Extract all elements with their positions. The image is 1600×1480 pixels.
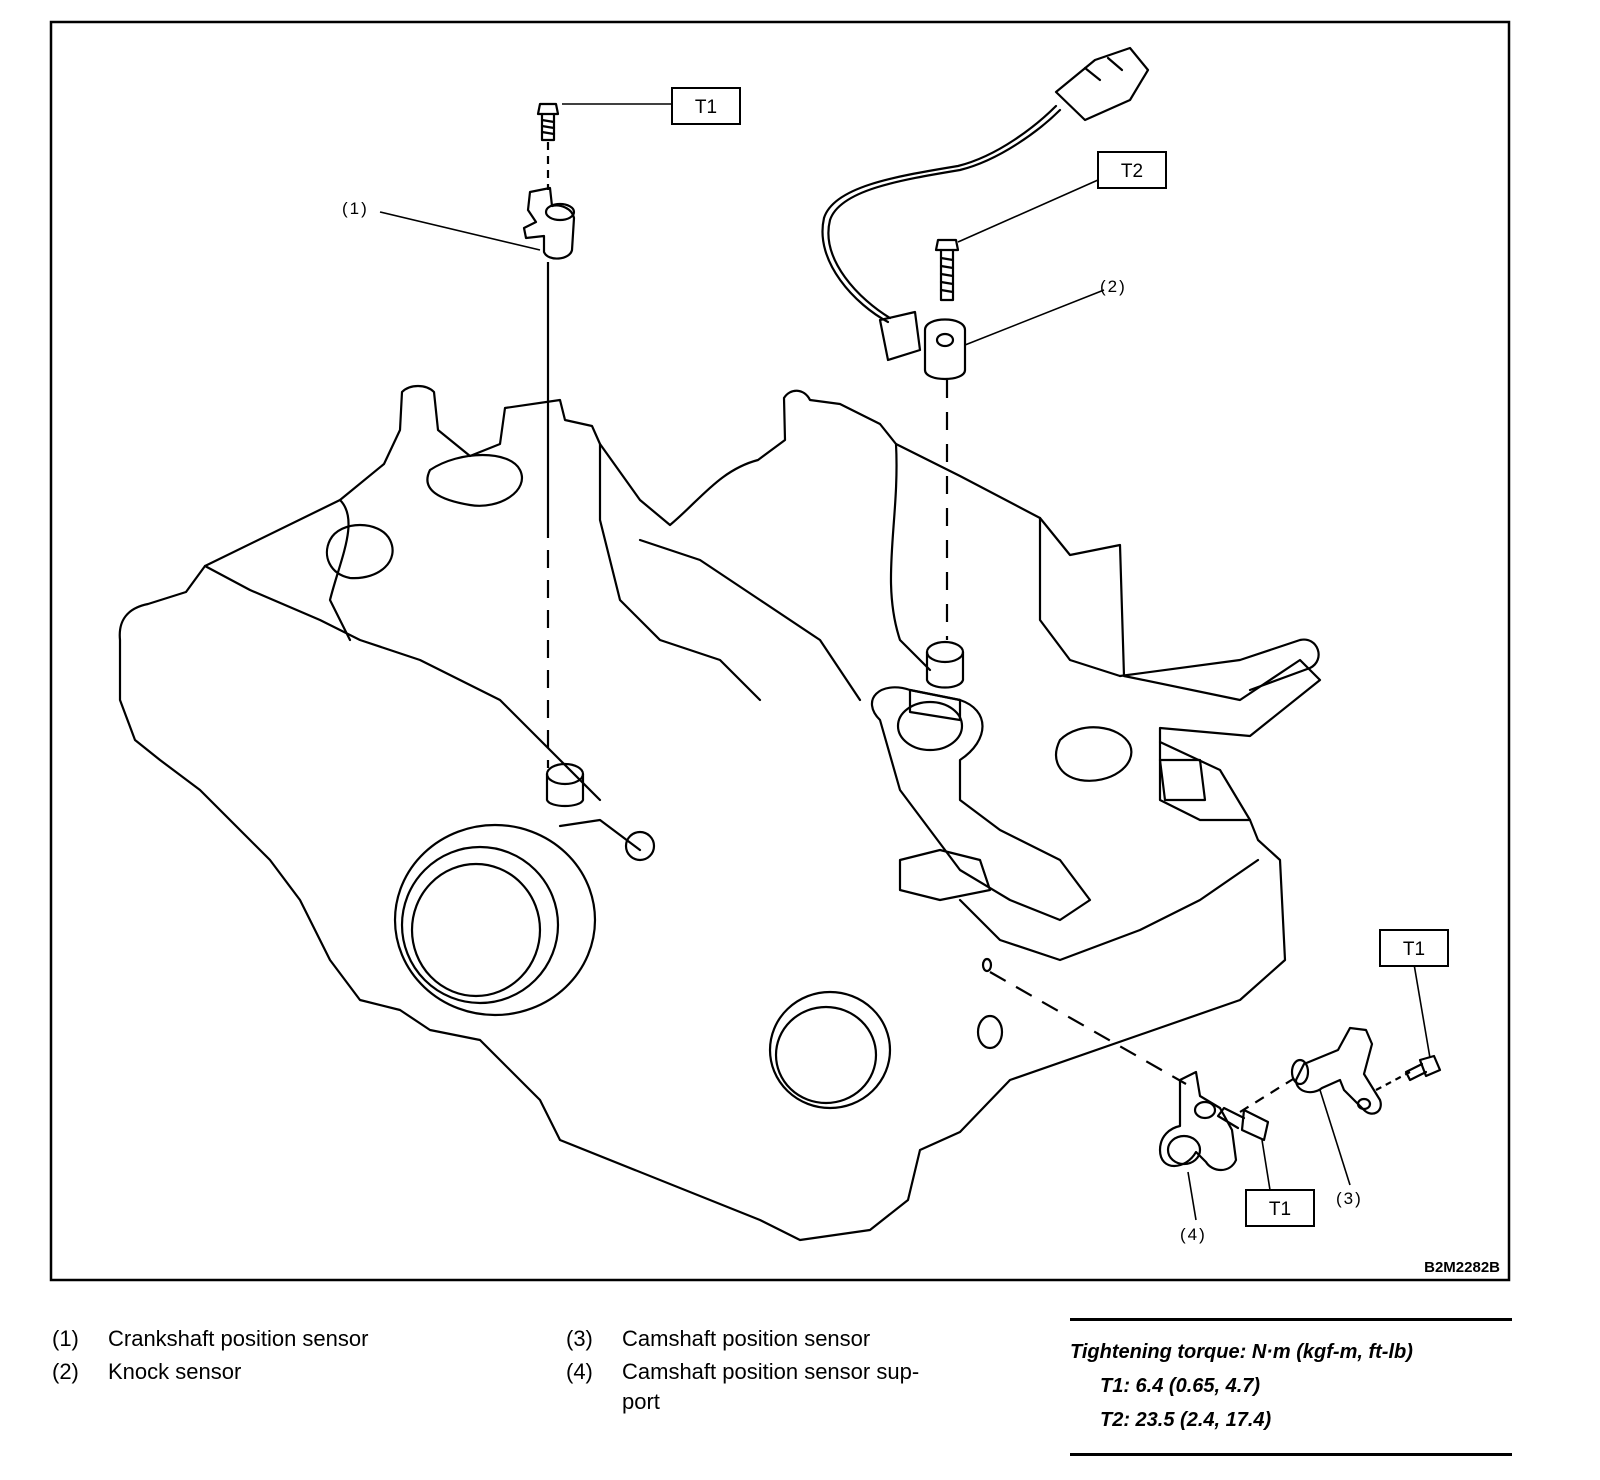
- torque-tag-t1-top: T1: [671, 87, 741, 125]
- legend-item-2: (2) Knock sensor: [52, 1357, 241, 1387]
- head-port: [325, 523, 394, 580]
- harness-connector: [1054, 46, 1150, 122]
- install-line: [1375, 1071, 1411, 1091]
- head-port: [1158, 758, 1207, 802]
- knock-sensor: [878, 310, 967, 381]
- crank-sensor-boss-body: [545, 772, 585, 808]
- crankshaft-position-sensor: [522, 186, 576, 260]
- torque-row-t1: T1: 6.4 (0.65, 4.7): [1100, 1375, 1261, 1397]
- cam-bore-outer: [768, 990, 892, 1110]
- block-contour: [889, 442, 932, 672]
- camshaft-position-sensor-support: [1158, 1070, 1238, 1172]
- camshaft-position-sensor: [1290, 1026, 1382, 1115]
- legend-num: (2): [52, 1359, 79, 1384]
- block-contour: [598, 442, 762, 702]
- torque-tag-t1-right: T1: [1379, 929, 1449, 967]
- head-port: [1054, 726, 1133, 782]
- leader-line: [379, 211, 541, 251]
- bolt: [536, 102, 560, 142]
- legend-num: (1): [52, 1326, 79, 1351]
- torque-row-t2: T2: 23.5 (2.4, 17.4): [1100, 1409, 1272, 1431]
- bracket: [908, 688, 962, 722]
- svg-text:T2: T2: [1121, 161, 1143, 182]
- legend-num: (4): [566, 1359, 593, 1384]
- torque-heading: Tightening torque: N·m (kgf-m, ft-lb): [1070, 1341, 1413, 1363]
- block-contour: [638, 538, 862, 702]
- crank-pulley-inner: [410, 862, 542, 998]
- callout-2: (2): [1100, 277, 1127, 296]
- legend-label: Camshaft position sensor: [622, 1326, 871, 1351]
- legend-item-3: (3) Camshaft position sensor: [566, 1324, 870, 1354]
- cam-bore-inner: [774, 1005, 878, 1105]
- hole: [981, 957, 993, 973]
- svg-text:T1: T1: [695, 97, 717, 118]
- legend-label-line2: port: [622, 1389, 660, 1414]
- block-contour: [1158, 740, 1252, 822]
- install-line: [1239, 1075, 1299, 1113]
- small-bore: [976, 1014, 1004, 1050]
- legend-label: Knock sensor: [108, 1359, 242, 1384]
- leader-line: [1413, 963, 1431, 1059]
- crank-pulley-rim: [400, 845, 560, 1005]
- leader-line: [964, 289, 1105, 346]
- svg-text:T1: T1: [1403, 939, 1425, 960]
- svg-text:T1: T1: [1269, 1199, 1291, 1220]
- crank-sensor-boss: [545, 762, 585, 786]
- bolt: [934, 238, 960, 302]
- leader-line: [1261, 1139, 1271, 1191]
- harness-wire: [821, 104, 1062, 324]
- torque-tag-t2: T2: [1097, 151, 1167, 189]
- callout-3: (3): [1336, 1189, 1363, 1208]
- leader-line: [957, 179, 1099, 243]
- pulley-hub-line: [558, 818, 642, 852]
- legend-item-4: (4) Camshaft position sensor sup- port: [566, 1357, 919, 1417]
- engine-block-outline: [118, 384, 1322, 1242]
- legend-label: Camshaft position sensor sup- port: [622, 1357, 919, 1417]
- legend-label: Crankshaft position sensor: [108, 1326, 369, 1351]
- leader-line: [1187, 1171, 1197, 1221]
- water-pipe: [1118, 638, 1320, 692]
- callout-1: (1): [342, 199, 369, 218]
- exploded-view-diagram: T1 T2 T1 T1 (1) (2) (3) (4) B2M2282B: [49, 20, 1511, 1282]
- legend-num: (3): [566, 1326, 593, 1351]
- torque-tag-t1-bottom: T1: [1245, 1189, 1315, 1227]
- block-contour: [1038, 516, 1122, 678]
- knock-sensor-boss: [925, 640, 965, 664]
- bolt: [1216, 1106, 1270, 1142]
- legend-label-line1: Camshaft position sensor sup-: [622, 1359, 920, 1384]
- leader-line: [1319, 1089, 1351, 1186]
- block-contour: [958, 858, 1260, 962]
- thermostat-opening: [896, 700, 964, 752]
- bolt: [1404, 1054, 1442, 1082]
- tightening-torque-box: Tightening torque: N·m (kgf-m, ft-lb) T1…: [1070, 1318, 1512, 1456]
- crank-pulley-outer: [393, 823, 597, 1017]
- callout-4: (4): [1180, 1225, 1207, 1244]
- install-line: [989, 971, 1187, 1085]
- figure-id: B2M2282B: [1424, 1259, 1500, 1276]
- diagram-frame: [49, 20, 1511, 1282]
- thermostat-housing: [870, 686, 1092, 922]
- pulley-hub: [624, 830, 656, 862]
- block-contour: [203, 564, 602, 802]
- head-port: [426, 454, 523, 507]
- block-contour: [328, 498, 352, 642]
- knock-sensor-boss-body: [925, 650, 965, 689]
- block-boss: [898, 848, 992, 902]
- legend-item-1: (1) Crankshaft position sensor: [52, 1324, 368, 1354]
